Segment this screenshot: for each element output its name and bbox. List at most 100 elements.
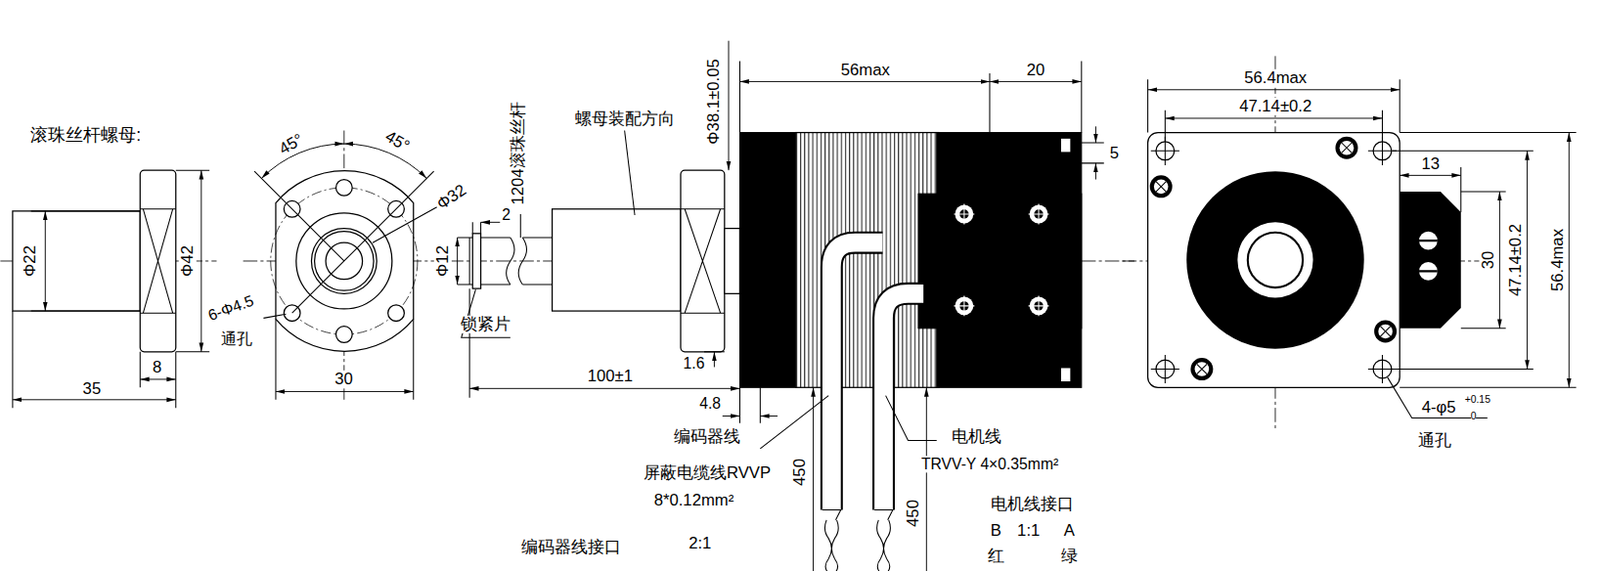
nut-front-view-part — [388, 305, 405, 322]
motor-body-part — [989, 81, 1082, 83]
assembly-note: 螺母装配方向 — [573, 110, 677, 129]
nut-side-view-part — [200, 170, 202, 353]
cable-name: 电机线 — [949, 427, 1004, 445]
dimension-label: 2 — [499, 207, 513, 224]
nut-front-view-part — [275, 318, 414, 400]
cables-part — [874, 509, 893, 571]
motor-body-part — [1061, 138, 1070, 153]
ball-screw-assembly-part — [680, 209, 725, 313]
motor-end-view-part — [1247, 232, 1303, 288]
dimension-label: 20 — [1024, 61, 1048, 80]
ball-screw-assembly-part — [457, 237, 471, 285]
dimension-label: 450 — [904, 497, 923, 530]
hole-note: 6-Φ4.5 — [203, 291, 258, 325]
motor-body-part — [739, 61, 1081, 134]
dimension-label: 13 — [1420, 155, 1443, 174]
nut-front-view-part — [263, 313, 286, 318]
motor-body-part — [1081, 142, 1105, 164]
cables-part — [812, 387, 814, 571]
pin-name: B — [988, 521, 1004, 539]
cables-part — [759, 396, 829, 449]
motor-body — [739, 61, 1104, 389]
through-hole — [1151, 136, 1397, 384]
scale-label: 2:1 — [686, 534, 713, 553]
motor-end-view-part — [1499, 191, 1501, 329]
scale-label: 1:1 — [1015, 521, 1042, 539]
cables-part — [822, 509, 842, 571]
motor-body-part — [918, 193, 1082, 329]
screw-symbol — [1150, 136, 1397, 381]
motor-end-view-part — [1148, 88, 1401, 90]
ball-screw-assembly-part — [728, 41, 730, 171]
center-lines-part — [1122, 55, 1480, 429]
ball-screw-assembly-part — [469, 237, 552, 285]
ball-screw-assembly-part — [722, 415, 741, 417]
dimension-label: Φ38.1±0.05 — [705, 57, 723, 147]
nut-front-view-part — [254, 171, 435, 313]
dimension-label: 4.8 — [697, 396, 723, 413]
cable-spec: 8*0.12mm² — [652, 491, 737, 510]
hole-note: 通孔 — [219, 331, 255, 349]
through-hole-part — [1151, 136, 1397, 384]
motor-body-part — [796, 133, 939, 389]
nut-front-view — [254, 143, 438, 400]
motor-end-view-part — [1419, 240, 1438, 271]
motor-end-view-part — [1148, 79, 1462, 213]
nut-side-view-part — [44, 211, 46, 312]
dimension-label: Φ42 — [178, 243, 197, 279]
dimension-label: 56max — [839, 61, 892, 80]
dimension-label: 5 — [1108, 143, 1121, 162]
motor-end-view-part — [1526, 150, 1528, 369]
motor-end-view-part — [1237, 222, 1313, 298]
motor-body-part — [1095, 126, 1097, 143]
dimension-label: 1.6 — [681, 355, 708, 373]
ball-screw-assembly-part — [552, 209, 681, 312]
dimension-label: 56.4max — [1242, 69, 1309, 88]
motor-body-part — [739, 81, 990, 83]
ball-screw-assembly-part — [713, 352, 715, 368]
hole-note: 通孔 — [1416, 432, 1454, 450]
mount-hole — [953, 204, 1049, 317]
nut-side-view-part — [139, 209, 177, 313]
nut-side-view — [12, 170, 210, 408]
pin-name: A — [1062, 521, 1077, 539]
ball-screw-assembly-part — [680, 170, 725, 353]
dimension-label: 100±1 — [585, 367, 635, 386]
motor-end-view-part — [1164, 117, 1382, 119]
tolerance-label: +0.15 — [1465, 394, 1491, 405]
cable-name: 编码器线 — [671, 427, 743, 445]
ball-screw-assembly-part — [481, 222, 501, 223]
dimension-label: 47.14±0.2 — [1507, 222, 1525, 299]
ball-screw-assembly-part — [506, 237, 528, 285]
ball-screw-assembly-part — [469, 288, 760, 424]
dimension-label: Φ12 — [434, 243, 452, 279]
screw-symbol-part — [1155, 142, 1391, 375]
tolerance-label: 0 — [1470, 410, 1477, 422]
center-lines — [0, 55, 1479, 429]
nut-side-view-part — [12, 399, 177, 400]
ball-screw-assembly-part — [759, 415, 778, 417]
motor-end-view-part — [1148, 133, 1401, 389]
ball-screw-assembly-part — [469, 388, 740, 390]
view-heading: 滚珠丝杆螺母: — [28, 126, 143, 145]
ball-screw-assembly — [457, 41, 778, 424]
dimension-label: 35 — [81, 379, 104, 398]
center-lines-part — [243, 130, 442, 400]
ball-screw-assembly-part — [724, 228, 741, 295]
motor-end-view-part — [1392, 133, 1577, 389]
nut-side-view-part — [139, 170, 177, 353]
motor-body-part — [739, 133, 796, 389]
nut-side-view-part — [12, 170, 210, 408]
connector-title: 电机线接口 — [988, 495, 1076, 514]
motor-end-view-part — [1186, 171, 1364, 349]
dimension-label: Φ22 — [21, 243, 40, 279]
motor-body-part — [1095, 163, 1097, 180]
dimension-label: 30 — [1479, 249, 1498, 272]
nut-front-view-part — [275, 391, 414, 393]
ball-screw-assembly-part — [472, 233, 481, 289]
nut-front-view-part — [336, 179, 354, 197]
wire-color: 绿 — [1059, 546, 1080, 565]
hole-note: 4-φ5 — [1420, 399, 1459, 417]
ball-screw-assembly-part — [456, 237, 458, 285]
